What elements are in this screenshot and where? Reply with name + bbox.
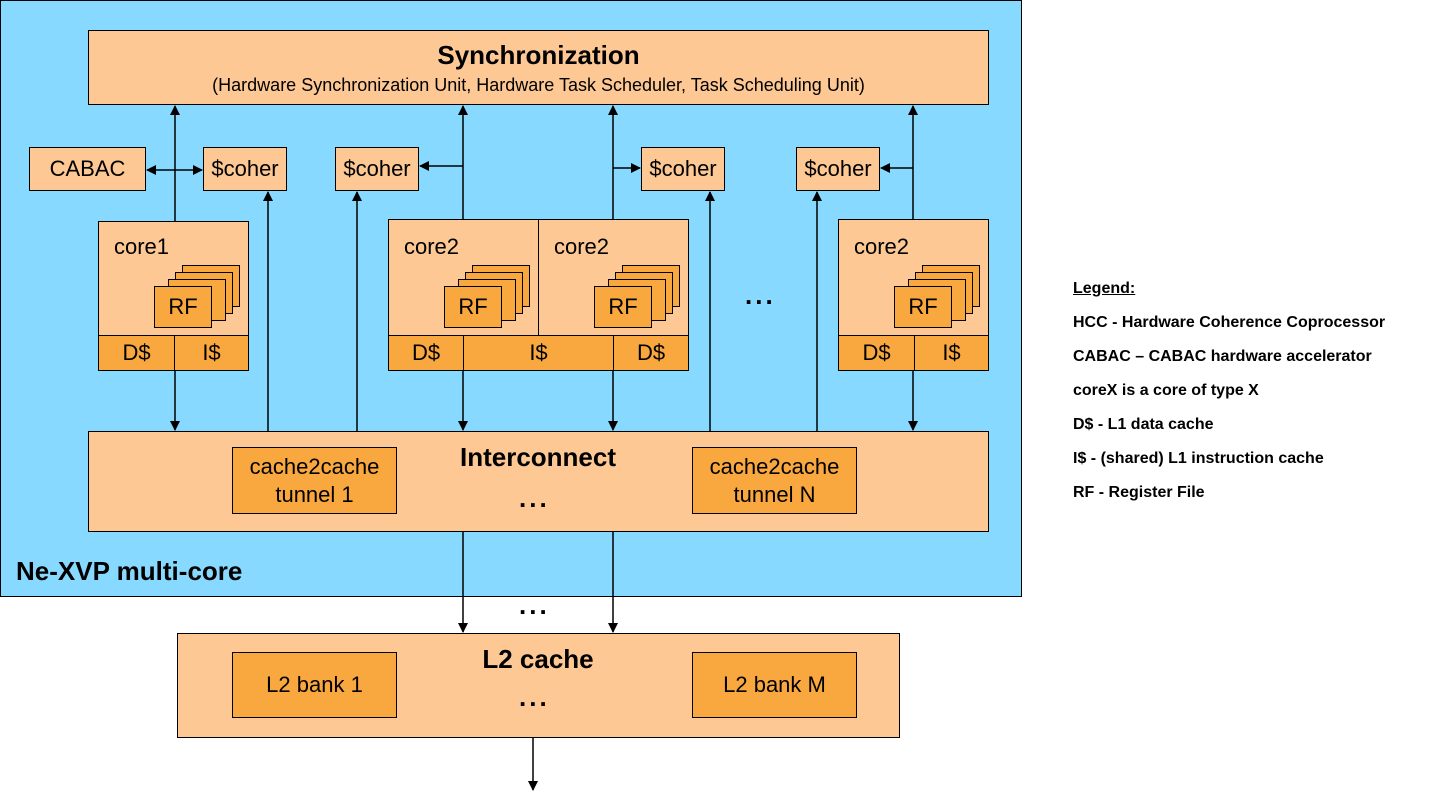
legend: Legend: HCC - Hardware Coherence Coproce… (1073, 278, 1443, 516)
container-title: Ne-XVP multi-core (16, 556, 243, 586)
interconnect-ellipsis: ... (519, 483, 550, 513)
register-file: RF (594, 286, 652, 328)
synchronization-subtitle: (Hardware Synchronization Unit, Hardware… (212, 75, 865, 95)
core1-icache: I$ (174, 335, 249, 371)
core2a-dcache: D$ (388, 335, 464, 371)
register-file: RF (154, 286, 212, 328)
legend-title: Legend: (1073, 280, 1136, 297)
tunnel-n-line-1: cache2cache (709, 453, 840, 479)
coher-block-2: $coher (335, 147, 419, 191)
l2-cache-title: L2 cache (482, 644, 594, 674)
legend-item: I$ - (shared) L1 instruction cache (1073, 450, 1324, 467)
core2c-icache: I$ (914, 335, 989, 371)
cabac-block: CABAC (29, 147, 146, 191)
coher-block-1: $coher (203, 147, 287, 191)
bus-ellipsis: ... (519, 590, 550, 620)
core2-label-b: core2 (554, 234, 610, 259)
register-file: RF (894, 286, 952, 328)
l2-ellipsis: ... (519, 682, 550, 712)
cores-ellipsis: ... (745, 280, 776, 310)
core2b-dcache: D$ (613, 335, 689, 371)
legend-item: CABAC – CABAC hardware accelerator (1073, 348, 1372, 365)
l2-bank-m: L2 bank M (692, 652, 857, 718)
core-divider (538, 219, 539, 336)
core2-label-c: core2 (854, 234, 910, 259)
legend-item: D$ - L1 data cache (1073, 416, 1214, 433)
cache2cache-tunnel-n: cache2cache tunnel N (692, 447, 857, 514)
interconnect-title: Interconnect (459, 442, 617, 472)
shared-icache: I$ (463, 335, 614, 371)
synchronization-block (88, 30, 989, 105)
tunnel-1-line-2: tunnel 1 (275, 481, 354, 507)
tunnel-1-line-1: cache2cache (249, 453, 380, 479)
legend-item: RF - Register File (1073, 484, 1205, 501)
legend-item: HCC - Hardware Coherence Coprocessor (1073, 314, 1386, 331)
coher-block-4: $coher (796, 147, 880, 191)
coher-block-3: $coher (641, 147, 725, 191)
core2-label-a: core2 (404, 234, 460, 259)
cache2cache-tunnel-1: cache2cache tunnel 1 (232, 447, 397, 514)
core2c-dcache: D$ (838, 335, 915, 371)
tunnel-n-line-2: tunnel N (733, 481, 816, 507)
legend-item: coreX is a core of type X (1073, 382, 1259, 399)
l2-bank-1: L2 bank 1 (232, 652, 397, 718)
synchronization-title: Synchronization (437, 40, 640, 70)
register-file: RF (444, 286, 502, 328)
core1-label: core1 (114, 234, 170, 259)
